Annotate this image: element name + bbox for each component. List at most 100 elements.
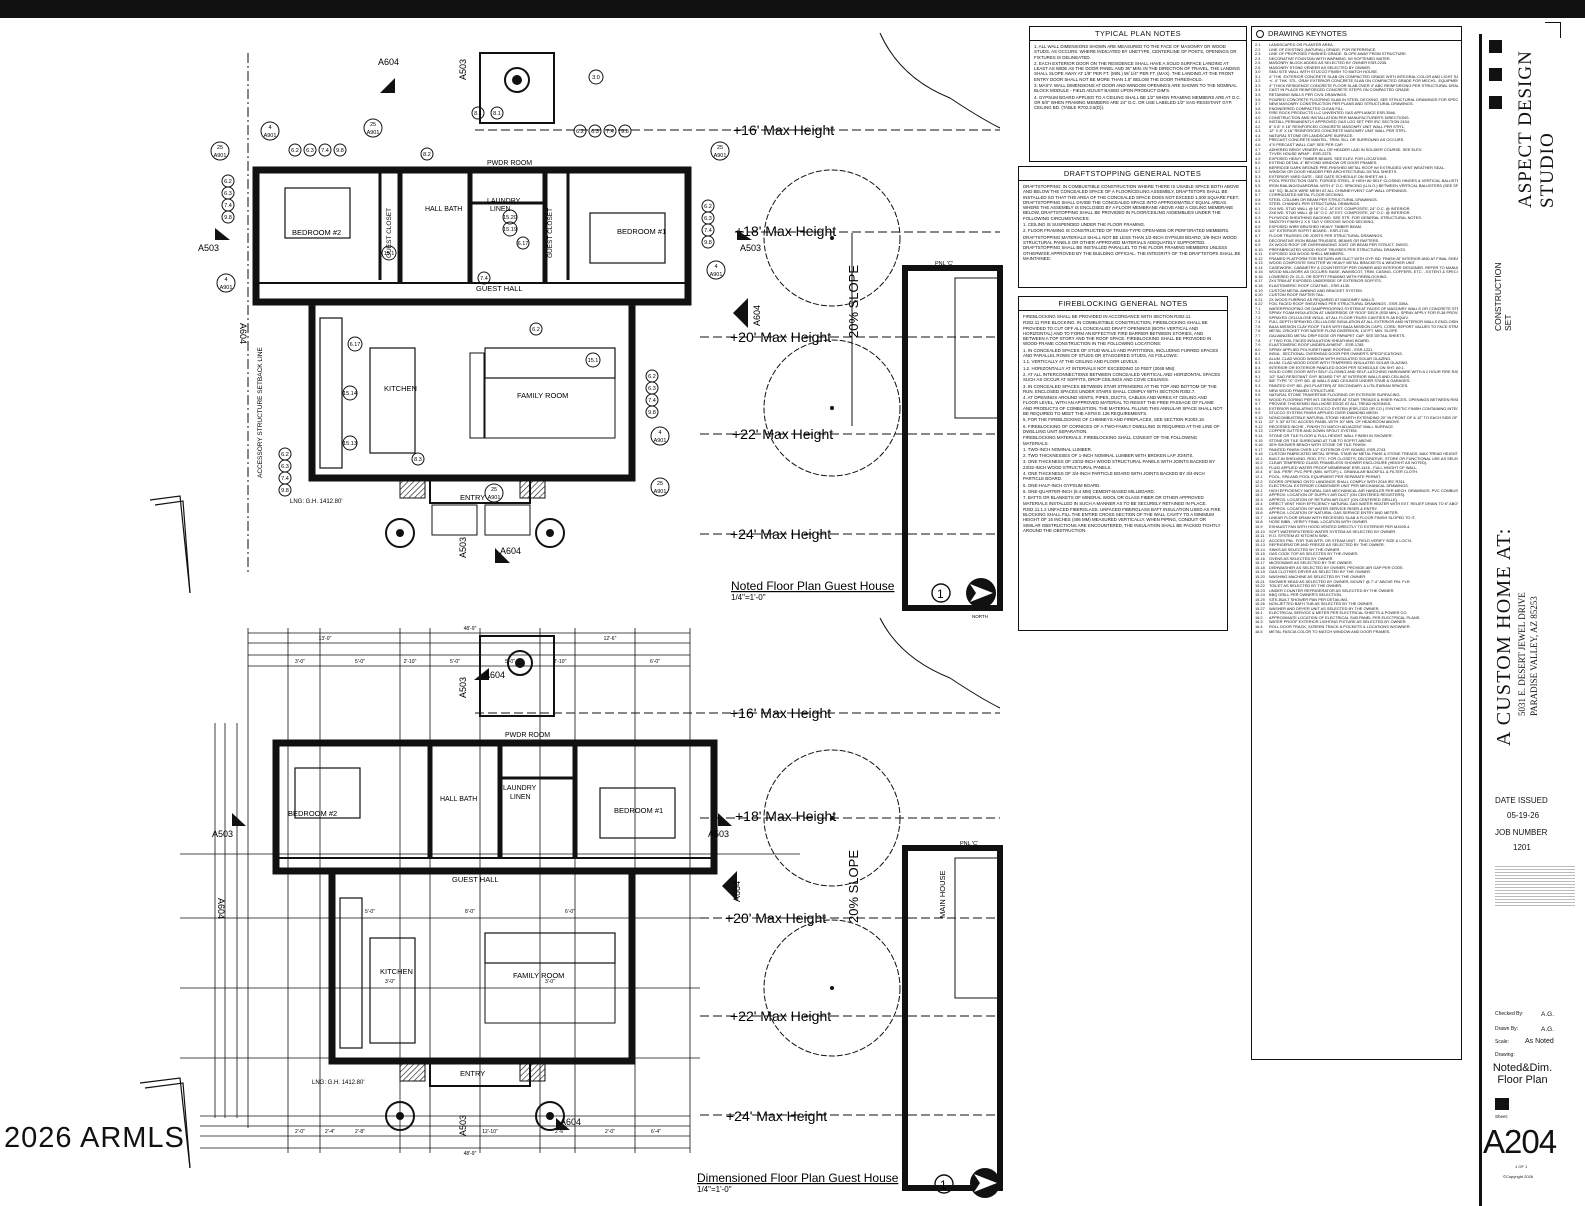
keynote-number: 6.14	[1255, 265, 1263, 270]
keynote-text: STONE OR TILE SURROUND AT TUB TO SOFFIT …	[1269, 438, 1373, 443]
keynote-number: 5.9	[1255, 202, 1261, 207]
keynote-text: MASONRY BLOCK ADDED AS SELECTED BY OWNER…	[1269, 61, 1388, 66]
keynote-item: 3.2+/- 4" THK. STL. GRAY EXTERIOR CONCRE…	[1255, 79, 1458, 84]
svg-text:A901: A901	[214, 153, 227, 159]
fireblocking-note: 1.2. HORIZONTALLY AT INTERVALS NOT EXCEE…	[1023, 365, 1176, 371]
keynote-number: 8.2	[1255, 356, 1261, 361]
dim-hall-bath-label: HALL BATH	[440, 796, 477, 803]
title-block: ASPECT DESIGN STUDIO CONSTRUCTION SET A …	[1475, 26, 1585, 1206]
fireblocking-note: 6. FIREBLOCKING OF CORNICES OF A TWO-FAM…	[1023, 423, 1220, 434]
job-number-value: 1201	[1513, 843, 1531, 852]
guest-closet-label-1: GUEST CLOSET	[386, 208, 393, 258]
date-issued-label: DATE ISSUED	[1495, 796, 1548, 805]
keynote-number: 9.9	[1255, 411, 1261, 416]
keynote-text: SOLID CORE DOOR WITH SELF-CLOSING AND SE…	[1269, 370, 1458, 375]
svg-text:7.4: 7.4	[704, 228, 712, 234]
keynote-number: 16.1	[1255, 611, 1263, 616]
keynote-text: INSTALL PERMANENTLY APPROVED GAS LOG SET…	[1269, 120, 1410, 125]
svg-text:2'-8": 2'-8"	[355, 1129, 365, 1135]
keynote-text: SINKS AS SELECTED BY THE OWNER.	[1269, 547, 1341, 552]
dim-plan-scale: 1/4"=1'-0"	[697, 1185, 732, 1194]
keynote-number: 3.2	[1255, 79, 1261, 84]
svg-text:6.3: 6.3	[224, 191, 232, 197]
keynote-number: 15.7	[1255, 515, 1263, 520]
keynotes-title: DRAWING KEYNOTES	[1252, 27, 1461, 41]
keynote-number: 7.2	[1255, 311, 1261, 316]
keynote-text: CASEWORK, CABINETRY & COUNTERTOP PER OWN…	[1269, 265, 1458, 270]
fireblocking-note: 1.1. VERTICALLY AT THE CEILING AND FLOOR…	[1023, 359, 1139, 365]
keynote-text: WINDOW OR DOOR HEADER PER ARCHITECTURAL …	[1269, 170, 1398, 175]
keynote-number: 15.12	[1255, 538, 1265, 543]
keynote-text: LINE OF EXISTING (NATURAL) GRADE, FOR RE…	[1269, 47, 1377, 52]
svg-text:13'-0": 13'-0"	[319, 636, 332, 642]
svg-text:A901: A901	[654, 438, 667, 444]
keynote-number: 6.22	[1255, 302, 1263, 307]
keynote-text: POOL, SPA AND POOL EQUIPMENT PER SEPARAT…	[1269, 474, 1381, 479]
keynote-text: RECESSED NICHE - FINISH TO MATCH ADJACEN…	[1269, 424, 1395, 429]
keynote-number: 6.12	[1255, 256, 1263, 261]
keynote-number: 2.2	[1255, 47, 1261, 52]
keynote-number: 8.4	[1255, 365, 1261, 370]
svg-text:3'-0": 3'-0"	[295, 659, 305, 665]
dim-section-a503-left: A503	[212, 813, 246, 839]
keynote-item: 4.28" x 8" x 16" REINFORCED CONCRETE MAS…	[1255, 125, 1458, 130]
keynote-text: 4" THK. EXTERIOR CONCRETE SLAB ON COMPAC…	[1269, 74, 1458, 79]
keynote-number: 9.15	[1255, 438, 1263, 443]
svg-text:6.2: 6.2	[532, 327, 540, 333]
keynote-number: 15.19	[1255, 570, 1265, 575]
keynote-number: 4.4	[1255, 133, 1261, 138]
fireblocking-notes-title: FIREBLOCKING GENERAL NOTES	[1019, 297, 1227, 311]
keynote-text: ENGINEERED COMPACTED CLEAN FILL.	[1269, 106, 1345, 111]
svg-text:6.3: 6.3	[281, 464, 289, 470]
keynote-text: 2x WOOD ROOF OR OVERHANGING JOIST OR BEA…	[1269, 243, 1409, 248]
keynote-text: STONE OR TILE FLOOR & FULL HEIGHT WALL F…	[1269, 434, 1393, 439]
svg-text:6.17: 6.17	[518, 241, 529, 247]
keynote-item: 6.22x6 WD. STUD WALL @ 16" O.C. AT EXT. …	[1255, 211, 1458, 216]
keynote-number: 9.2	[1255, 379, 1261, 384]
fireblocking-note: 7. BATTS OR BLANKETS OF MINERAL WOOL OR …	[1023, 495, 1207, 506]
svg-text:9.8: 9.8	[704, 240, 712, 246]
svg-text:6.3: 6.3	[648, 386, 656, 392]
dim-height-20-label: +20' Max Height	[725, 910, 826, 926]
keynote-number: 15.15	[1255, 552, 1265, 557]
keynote-text: WASHER AND DRYER UNIT AS SELECTED BY THE…	[1269, 606, 1380, 611]
keynote-text: 6" DIA. PERF. PVC PIPE (MIN. W/TOP.) L. …	[1269, 470, 1419, 475]
typical-note: 1. ALL WALL DIMENSIONS SHOWN ARE MEASURE…	[1034, 44, 1237, 60]
keynote-number: 3.4	[1255, 88, 1261, 93]
keynote-text: FLUID APPLIED WATER PROOF MEMBRANE ESR-1…	[1269, 465, 1418, 470]
keynote-number: 15.9	[1255, 524, 1263, 529]
svg-text:7.4: 7.4	[321, 148, 329, 154]
keynote-text: SOFT WATER/FILTERED WATER SYSTEM AS SELE…	[1269, 529, 1397, 534]
keynote-text: 4"X PRECAST WALL CAP, SEE PER CAP.	[1269, 143, 1344, 148]
keynote-text: LINEAR FLOOR DRAIN WITH RECESSED SLAB & …	[1269, 515, 1416, 520]
keynote-number: 6.21	[1255, 297, 1263, 302]
title-block-border	[1479, 34, 1482, 1206]
fireblocking-note: FIREBLOCKING MATERIALS. FIREBLOCKING SHA…	[1023, 435, 1198, 446]
linen-label: LINEN	[490, 206, 511, 213]
keynote-text: TYVEK HOUSE WRAP - ESR-2375.	[1269, 152, 1332, 157]
keynote-text: EXPOSED WIRE BRUSHED HEAVY TIMBER BEAM.	[1269, 224, 1362, 229]
